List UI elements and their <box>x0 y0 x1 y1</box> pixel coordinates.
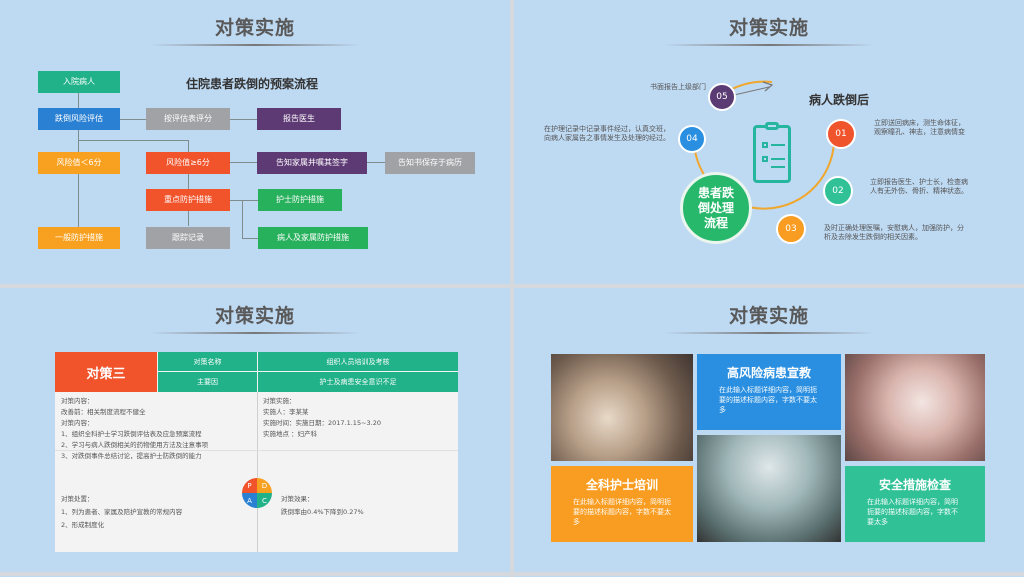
arrow-head <box>762 81 774 92</box>
photo-nurses <box>845 354 985 461</box>
step-circle-05: 05 <box>708 83 736 111</box>
value-cause: 护士及病患安全意识不足 <box>258 372 458 392</box>
slide-countermeasure-three: 对策实施 对策三 对策名称 组织人员培训及考核 主要因 护士及病患安全意识不足 … <box>0 288 510 572</box>
effect-title: 对策效果： <box>281 495 314 503</box>
pdca-wheel: P D A C <box>242 478 272 508</box>
content-title: 对策内容： <box>61 397 94 405</box>
value-name: 组织人员培训及考核 <box>258 352 458 371</box>
flow-box-notice-keep: 告知书保存于病历 <box>385 152 475 174</box>
step-circle-03: 03 <box>776 214 806 244</box>
improve-before: 改善前：相关制度流程不健全 <box>61 408 146 416</box>
flow-box-inform-family: 告知家属并嘱其签字 <box>257 152 367 174</box>
connector <box>230 162 257 163</box>
header-name: 对策名称 <box>158 352 257 371</box>
flow-box-general-measures: 一般防护措施 <box>38 227 120 249</box>
center-circle: 患者跌倒处理流程 <box>680 172 752 244</box>
card-safety-inspection: 安全措施检查 在此输入标题详细内容，简明扼要的描述标题内容，字数不要太多 <box>845 466 985 542</box>
pdca-c: C <box>257 493 272 508</box>
implement-title: 对策实施： <box>263 397 296 405</box>
clipboard-icon <box>753 122 791 183</box>
header-cause: 主要因 <box>158 372 257 392</box>
step-text-01: 立即送回病床，测生命体征，观察瞳孔、神志，注意病情变 <box>874 119 965 137</box>
card-body: 在此输入标题详细内容，简明扼要的描述标题内容，字数不要太多 <box>867 498 958 526</box>
arrow-line <box>733 86 770 96</box>
cycle-arc-orange <box>693 134 836 210</box>
pdca-d: D <box>257 478 272 493</box>
content-item: 1、组织全科护士学习跌倒评估表及应急预案流程 <box>61 430 202 438</box>
slide-title: 对策实施 <box>728 17 809 39</box>
implementer: 实施人：李某某 <box>263 408 309 416</box>
connector <box>230 119 257 120</box>
content-item: 3、对跌倒事件总结讨论，提高护士防跌倒的能力 <box>61 452 202 460</box>
photo-hospital-ward <box>551 354 693 461</box>
card-title: 安全措施检查 <box>878 478 951 492</box>
title-underline <box>150 44 360 46</box>
photo-training-room <box>697 435 841 542</box>
table-divider-v <box>257 392 258 552</box>
connector <box>367 162 385 163</box>
flow-box-assess: 跌倒风险评估 <box>38 108 120 130</box>
connector <box>119 119 146 120</box>
connector <box>242 200 258 201</box>
content-sub: 对策内容： <box>61 419 94 427</box>
impl-place: 实施地点 ：妇产科 <box>263 430 318 438</box>
handling-item: 2、形成制度化 <box>61 521 105 529</box>
slide-measures-grid: 对策实施 高风险病患宣教 在此输入标题详细内容，简明扼要的描述标题内容，字数不要… <box>514 288 1024 572</box>
countermeasure-table: 对策三 对策名称 组织人员培训及考核 主要因 护士及病患安全意识不足 对策内容：… <box>55 352 458 552</box>
impl-time: 实施时间：实施日期：2017.1.15~3.20 <box>263 419 381 427</box>
countermeasure-label: 对策三 <box>55 352 157 392</box>
connector <box>242 238 258 239</box>
step-text-02: 立即报告医生、护士长，检查病人有无外伤、骨折、精神状态。 <box>870 178 968 196</box>
pdca-p: P <box>242 478 257 493</box>
slide-fall-handling: 对策实施 患者跌倒处理流程 05 04 01 02 03 病人跌倒后 书面报告上… <box>514 0 1024 284</box>
connector <box>188 210 189 226</box>
title-underline <box>150 332 360 334</box>
connector <box>78 140 188 141</box>
pdca-a: A <box>242 493 257 508</box>
flow-box-nurse-measures: 护士防护措施 <box>258 189 342 211</box>
table-divider-h <box>55 450 458 451</box>
step-circle-01: 01 <box>826 119 856 149</box>
slide-title: 对策实施 <box>214 17 295 39</box>
flow-box-follow-record: 跟踪记录 <box>146 227 230 249</box>
flow-box-admit: 入院病人 <box>38 71 120 93</box>
title-underline <box>664 332 874 334</box>
flow-box-risk-high: 风险值≥6分 <box>146 152 230 174</box>
title-underline <box>664 44 874 46</box>
effect-value: 跌倒率由0.4%下降到0.27% <box>281 508 364 516</box>
card-body: 在此输入标题详细内容，简明扼要的描述标题内容，字数不要太多 <box>573 498 671 526</box>
connector <box>188 140 189 152</box>
connector <box>230 200 242 201</box>
card-body: 在此输入标题详细内容，简明扼要的描述标题内容，字数不要太多 <box>719 386 817 414</box>
connector <box>78 93 79 108</box>
flow-box-report-doctor: 报告医生 <box>257 108 341 130</box>
connector <box>78 173 79 228</box>
step-text-04: 在护理记录中记录事件经过，认真交班，向病人家属告之事情发生及处理的经过。 <box>544 125 670 143</box>
connector <box>242 200 243 238</box>
slide-title: 对策实施 <box>728 305 809 327</box>
handling-title: 对策处置： <box>61 495 94 503</box>
step-text-05: 书面报告上级部门 <box>650 83 706 91</box>
flow-box-risk-low: 风险值＜6分 <box>38 152 120 174</box>
flow-box-family-measures: 病人及家属防护措施 <box>258 227 368 249</box>
flow-heading: 住院患者跌倒的预案流程 <box>186 77 319 91</box>
card-nurse-training: 全科护士培训 在此输入标题详细内容，简明扼要的描述标题内容，字数不要太多 <box>551 466 693 542</box>
step-circle-02: 02 <box>823 176 853 206</box>
slide-title: 对策实施 <box>214 305 295 327</box>
step-circle-04: 04 <box>678 125 706 153</box>
steps-heading: 病人跌倒后 <box>809 93 870 107</box>
card-title: 高风险病患宣教 <box>726 366 811 380</box>
card-high-risk-education: 高风险病患宣教 在此输入标题详细内容，简明扼要的描述标题内容，字数不要太多 <box>697 354 841 430</box>
card-title: 全科护士培训 <box>585 478 658 492</box>
flow-box-key-measures: 重点防护措施 <box>146 189 230 211</box>
step-text-03: 及时正确处理医嘱，安慰病人，加强防护，分析及去除发生跌倒的相关因素。 <box>824 224 964 242</box>
connector <box>188 173 189 189</box>
slide-fall-plan-flow: 对策实施 住院患者跌倒的预案流程 入院病人 跌倒风险评估 按评估表评分 报告医生… <box>0 0 510 284</box>
handling-item: 1、列为患者、家属及陪护宣教的常规内容 <box>61 508 183 516</box>
flow-box-score: 按评估表评分 <box>146 108 230 130</box>
content-item: 2、学习与病人跌倒相关的药物使用方法及注意事项 <box>61 441 209 449</box>
